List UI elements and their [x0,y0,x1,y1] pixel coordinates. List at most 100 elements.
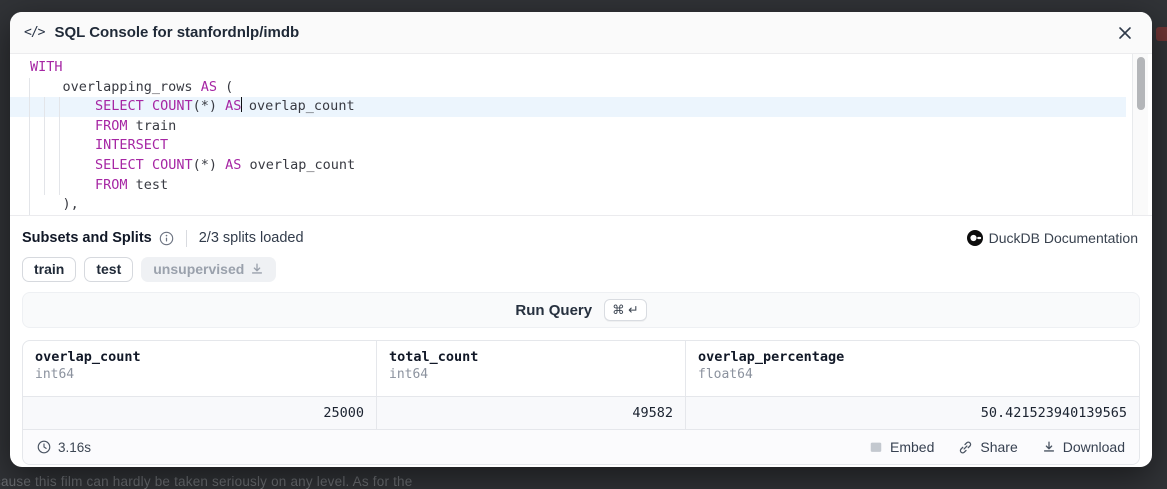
sql-text: test [127,176,169,193]
sql-text: ), [30,196,79,213]
split-chip-label: unsupervised [153,261,245,277]
split-chip-label: test [96,261,122,277]
column-type: float64 [698,367,753,382]
sql-text: train [127,117,177,134]
code-line[interactable]: FROM test [10,176,1126,196]
sql-keyword: SELECT [95,156,144,173]
sql-keyword: COUNT [151,98,193,115]
action-label: Embed [890,439,935,455]
share-button[interactable]: Share [958,439,1018,455]
sql-console-modal: </> SQL Console for stanfordnlp/imdb WIT… [10,12,1152,467]
vertical-divider [185,229,187,247]
sql-text: overlap_count [240,98,355,115]
sql-text [30,177,95,193]
split-chip-train[interactable]: train [22,256,77,282]
sql-keyword: FROM [95,176,128,193]
code-lines: WITH overlapping_rows AS ( SELECT COUNT(… [10,54,1126,215]
duckdb-link-label: DuckDB Documentation [988,230,1138,246]
column-name: overlap_percentage [698,349,845,365]
subsets-row: Subsets and Splits 2/3 splits loaded Duc… [10,226,1152,250]
split-chip-label: train [34,261,65,277]
sql-text: overlap_count [241,156,356,173]
code-line[interactable]: overlapping_rows AS ( [10,78,1126,98]
sql-keyword: AS [225,98,242,115]
code-line[interactable]: SELECT COUNT(*) AS overlap_count [10,156,1126,176]
column-header-overlap_count: overlap_count int64 [23,341,377,396]
close-button[interactable] [1114,22,1136,44]
code-line[interactable]: INTERSECT [10,136,1126,156]
close-icon [1119,26,1131,39]
sql-text [144,157,152,173]
split-chips-row: train test unsupervised [10,256,1152,282]
sql-text [30,98,95,114]
sql-keyword: AS [200,78,217,95]
table-cell: 49582 [377,397,686,429]
sql-text: overlapping_rows [62,78,193,95]
subsets-title: Subsets and Splits [22,230,152,246]
modal-header: </> SQL Console for stanfordnlp/imdb [10,12,1152,54]
sql-keyword: WITH [30,59,63,75]
modal-title: SQL Console for stanfordnlp/imdb [54,24,300,41]
sql-keyword: SELECT [95,98,144,115]
sql-editor[interactable]: WITH overlapping_rows AS ( SELECT COUNT(… [10,54,1152,216]
sql-text [193,79,201,95]
download-button[interactable]: Download [1042,439,1125,455]
sql-keyword: INTERSECT [95,137,169,154]
table-cell: 25000 [23,397,377,429]
sql-keyword: COUNT [151,156,193,173]
embed-icon [869,440,883,454]
action-label: Share [980,439,1018,455]
results-footer: 3.16s Embed Share Download [23,429,1139,464]
column-type: int64 [389,367,429,382]
split-chip-unsupervised[interactable]: unsupervised [141,256,277,282]
sql-text: (*) [192,156,226,173]
indent-guide [59,97,60,195]
column-header-overlap_percentage: overlap_percentage float64 [686,341,1139,396]
column-name: total_count [389,349,479,365]
indent-guide [29,78,30,215]
sql-text: (*) [192,98,226,115]
code-line[interactable]: ), [10,195,1126,215]
indent-guide [44,97,45,195]
background-page-text: cause this film can hardly be taken seri… [0,474,413,489]
run-query-label: Run Query [515,301,593,319]
embed-button[interactable]: Embed [869,439,934,455]
table-cell: 50.421523940139565 [980,405,1127,421]
run-query-button[interactable]: Run Query ⌘ ↵ [22,292,1140,328]
code-icon: </> [24,25,46,40]
split-chip-test[interactable]: test [84,256,134,282]
keyboard-shortcut-badge: ⌘ ↵ [604,299,647,321]
code-line[interactable]: WITH [10,58,1126,78]
download-icon [250,262,264,276]
splits-loaded-status: 2/3 splits loaded [198,230,304,246]
code-line[interactable]: FROM train [10,117,1126,137]
sql-text [144,98,152,114]
editor-scrollbar-thumb[interactable] [1137,57,1145,110]
column-type: int64 [35,367,75,382]
sql-text [30,118,95,134]
sql-text [30,79,63,95]
editor-scrollbar[interactable] [1132,54,1148,215]
query-duration-value: 3.16s [58,439,92,455]
info-icon[interactable] [159,231,174,246]
code-line-active[interactable]: SELECT COUNT(*) AS overlap_count [10,97,1126,117]
text-cursor [240,97,242,113]
column-name: overlap_count [35,349,141,365]
sql-keyword: FROM [95,117,128,134]
sql-keyword: AS [225,156,242,173]
share-icon [958,440,973,455]
sql-text [30,157,95,173]
download-icon [1042,440,1056,454]
sql-text [30,137,95,153]
background-fragment [1156,27,1167,41]
query-duration: 3.16s [37,440,91,455]
clock-icon [37,440,51,454]
action-label: Download [1062,439,1125,455]
sql-text: ( [216,78,234,95]
column-header-total_count: total_count int64 [377,341,686,396]
duckdb-documentation-link[interactable]: DuckDB Documentation [966,230,1138,246]
results-actions: Embed Share Download [869,439,1125,455]
